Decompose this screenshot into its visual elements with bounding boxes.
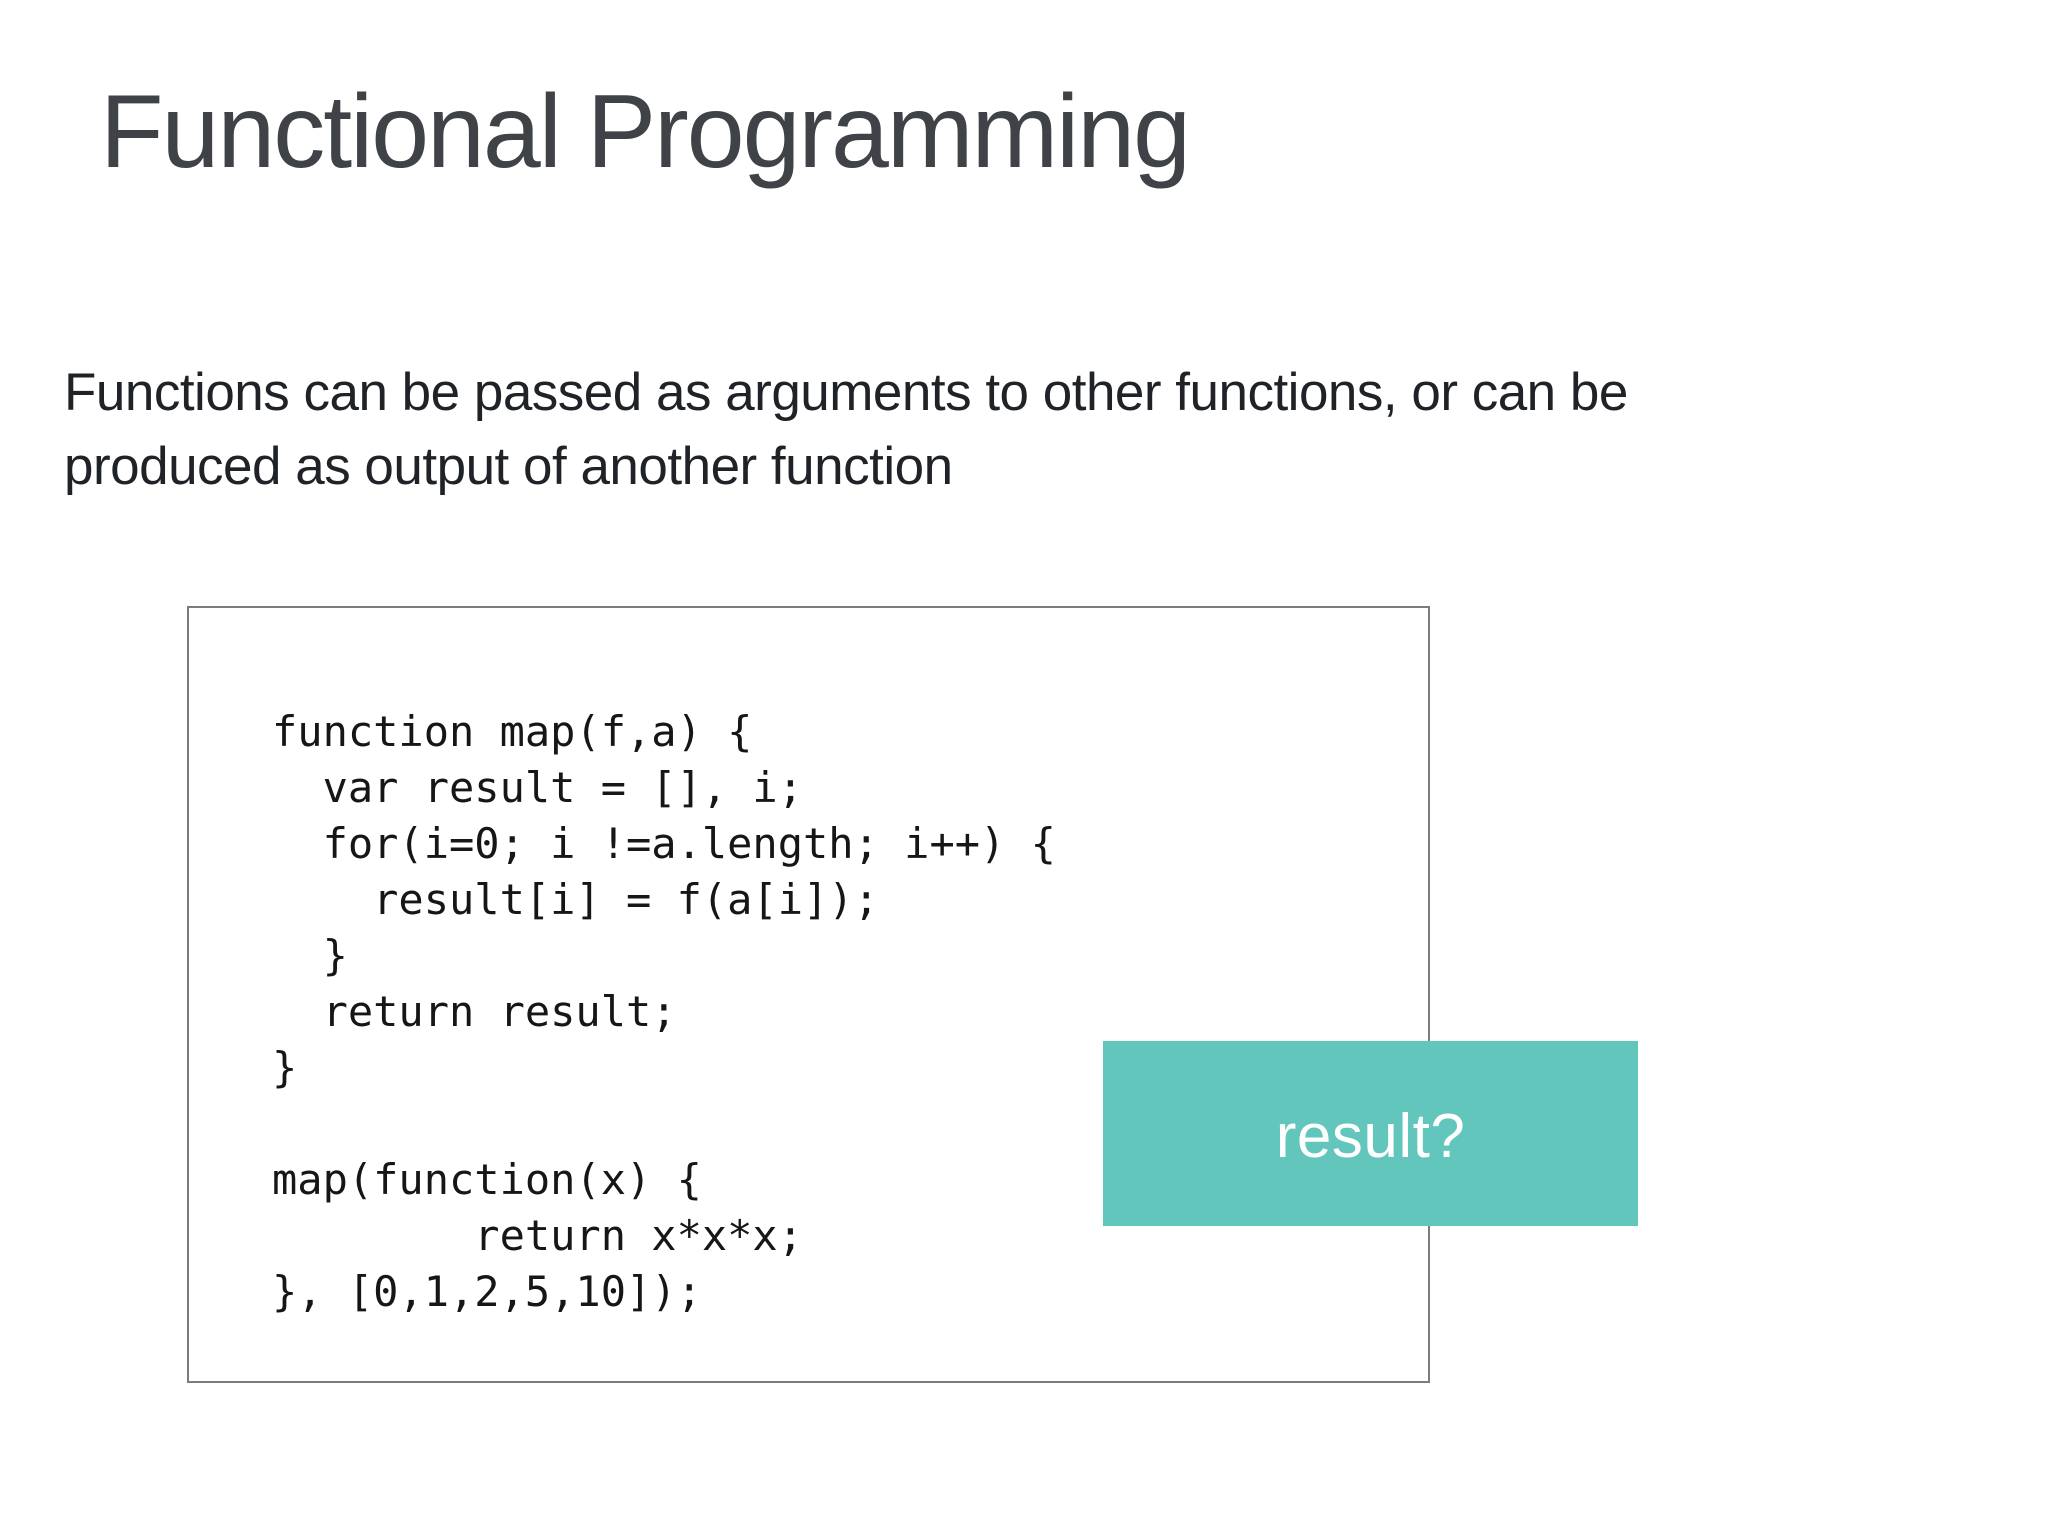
code-box	[187, 606, 1430, 1383]
body-text-line-1: Functions can be passed as arguments to …	[64, 363, 1628, 422]
result-callout-label: result?	[1275, 1102, 1466, 1171]
page-title: Functional Programming	[100, 74, 1191, 190]
result-callout: result?	[1103, 1041, 1638, 1226]
body-text: Functions can be passed as arguments to …	[64, 356, 1628, 504]
body-text-line-2: produced as output of another function	[64, 437, 953, 496]
code-block: function map(f,a) { var result = [], i; …	[272, 707, 1056, 1316]
